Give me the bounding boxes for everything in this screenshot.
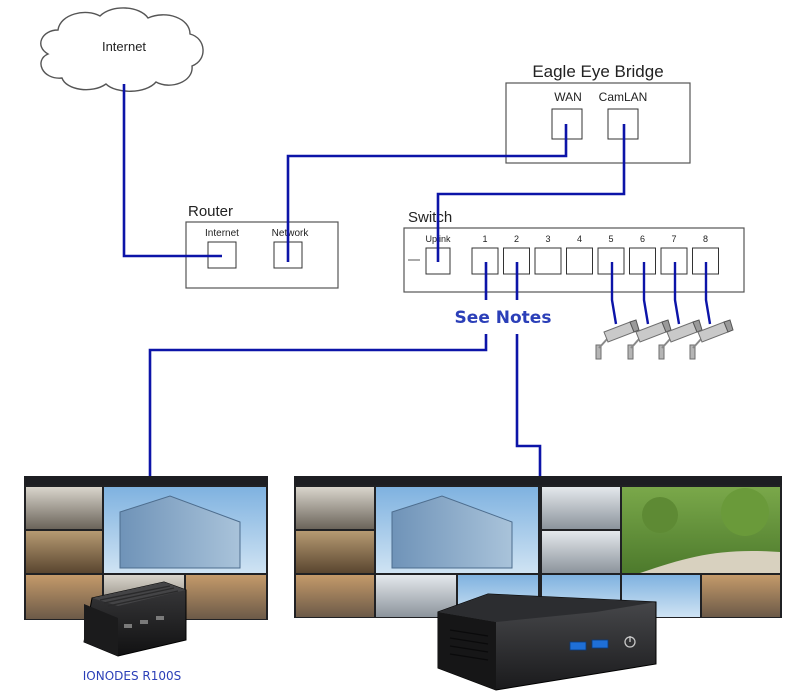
bridge-port-camlan-label: CamLAN <box>599 90 648 104</box>
router-port-internet-label: Internet <box>205 228 239 239</box>
switch-port-label-1: 1 <box>482 234 487 244</box>
power-button-icon <box>624 636 636 648</box>
switch-port-4[interactable] <box>566 247 593 275</box>
left-tile-lobby <box>26 531 102 573</box>
left-screen-toolbar <box>24 476 268 485</box>
left-tile-office <box>26 487 102 529</box>
camera-group <box>595 262 734 360</box>
camera-cable-5 <box>610 262 618 325</box>
bridge-title: Eagle Eye Bridge <box>532 62 663 81</box>
switch-port-label-8: 8 <box>703 234 708 244</box>
see-notes-label: See Notes <box>455 308 552 328</box>
switch-port-label-5: 5 <box>608 234 613 244</box>
right-screen-toolbar <box>294 476 782 485</box>
router-port-network-label: Network <box>272 228 310 239</box>
switch-port-6[interactable] <box>629 247 656 275</box>
cable-port2-to-right-device <box>515 334 542 476</box>
mini-pc-icon <box>83 581 187 657</box>
switch-port-label-7: 7 <box>671 234 676 244</box>
cable-router-to-bridge-wan <box>286 124 568 262</box>
left-tile-road <box>186 575 266 619</box>
right-mini-pc-device <box>437 593 657 691</box>
camera-cable-6 <box>642 262 650 325</box>
cable-bridge-camlan-to-switch <box>436 124 626 262</box>
cable-port1-to-left-device <box>148 334 488 476</box>
switch-port-label-2: 2 <box>514 234 519 244</box>
switch-title: Switch <box>408 209 452 226</box>
cable-internet-to-router <box>122 84 222 258</box>
security-camera-icon <box>658 319 703 360</box>
ionodes-r100s-device <box>83 581 187 657</box>
bridge-box <box>505 82 691 164</box>
left-vms-screen <box>24 476 268 620</box>
switch-port-label-6: 6 <box>640 234 645 244</box>
camera-cable-8 <box>704 262 712 325</box>
usb-port-icon <box>569 639 609 651</box>
switch-port-label-4: 4 <box>577 234 582 244</box>
cloud-icon <box>40 7 204 92</box>
security-camera-icon <box>627 319 672 360</box>
internet-cloud: Internet <box>40 7 204 92</box>
camera-cable-7 <box>673 262 681 325</box>
bridge-port-wan-label: WAN <box>554 90 582 104</box>
switch-port-3[interactable] <box>534 247 562 275</box>
mini-pc-icon <box>437 593 657 691</box>
security-camera-icon <box>689 319 734 360</box>
router: Router Internet Network <box>185 203 339 289</box>
right-vms-screen <box>294 476 782 618</box>
network-cables <box>122 84 626 476</box>
router-title: Router <box>188 203 233 220</box>
switch-port-label-3: 3 <box>545 234 550 244</box>
eagle-eye-bridge: Eagle Eye Bridge WAN CamLAN <box>505 62 691 164</box>
internet-label: Internet <box>102 39 146 54</box>
left-device-caption: IONODES R100S <box>83 669 182 683</box>
security-camera-icon <box>595 319 640 360</box>
